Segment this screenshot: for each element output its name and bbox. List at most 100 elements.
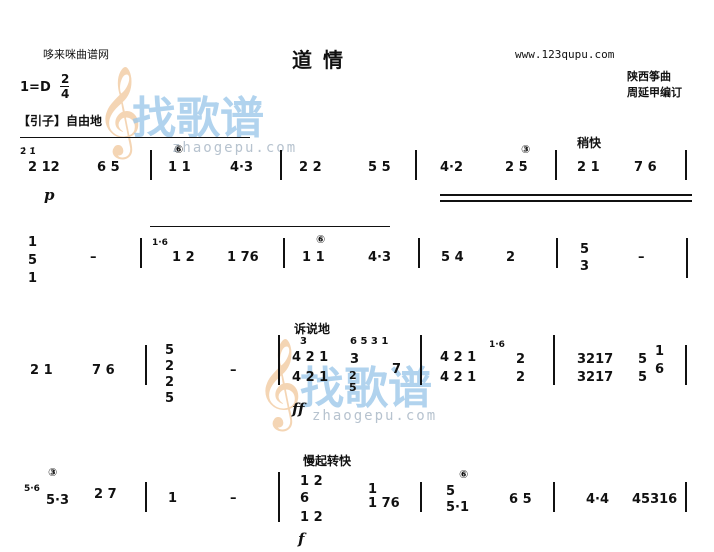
r3-c1a: 3 xyxy=(300,336,307,347)
r2-note-2: 1 76 xyxy=(227,250,259,265)
song-title: 道 情 xyxy=(292,48,345,72)
time-signature-line xyxy=(60,86,69,87)
r1-note-6: 5 5 xyxy=(368,160,391,175)
r3-c4a: 1·6 xyxy=(489,340,505,350)
r2-dash: – xyxy=(90,250,97,265)
r1-barline-2 xyxy=(280,150,282,180)
r2-note-7a: 5 xyxy=(580,242,590,257)
r4-note-4: 6 5 xyxy=(509,492,532,507)
r2-barline-3 xyxy=(418,238,420,268)
r2-glissando-line xyxy=(150,226,390,227)
r4-fingering-1: ③ xyxy=(48,466,58,479)
r1-note-3: 1 1 xyxy=(168,160,191,175)
credit-line-1: 陕西筝曲 xyxy=(627,70,671,83)
r1-fingering-2: ③ xyxy=(521,143,531,156)
r3-note-2: 7 6 xyxy=(92,363,115,378)
watermark-domain-mid: zhaogepu.com xyxy=(312,408,438,424)
r4-barline-5 xyxy=(685,482,687,512)
r2-note-4: 4·3 xyxy=(368,250,392,265)
r1-note-5: 2 2 xyxy=(299,160,322,175)
tempo-sushuodi: 诉说地 xyxy=(294,322,331,336)
r1-note-8: 2 5 xyxy=(505,160,528,175)
tempo-manqi: 慢起转快 xyxy=(303,454,352,468)
credit-line-2: 周延甲编订 xyxy=(627,86,682,99)
r1-note-10: 7 6 xyxy=(634,160,657,175)
r2-dash-2: – xyxy=(638,250,645,265)
r3-c6a: 5 xyxy=(638,352,648,367)
r4-barline-4 xyxy=(553,482,555,512)
r1-note-9: 2 1 xyxy=(577,160,600,175)
r3-c5b: 3217 xyxy=(577,370,614,385)
r3-chord: 5 2 2 5 xyxy=(165,343,175,406)
tempo-shaokuai: 稍快 xyxy=(577,136,602,150)
dynamic-p: p xyxy=(44,186,55,204)
r3-barline-3 xyxy=(420,335,422,385)
r3-barline-5 xyxy=(685,345,687,385)
r1-note-7: 4·2 xyxy=(440,160,464,175)
r4-fingering-2: ⑥ xyxy=(459,468,469,481)
r3-c4c: 2 xyxy=(516,370,526,385)
r1-double-line-a xyxy=(440,194,692,196)
r1-barline-5 xyxy=(685,150,687,180)
r1-note-2: 6 5 xyxy=(97,160,120,175)
r2-barline-4 xyxy=(556,238,558,268)
r3-c1b: 4 2 1 xyxy=(292,350,329,365)
r4-dash: – xyxy=(230,491,237,506)
r2-barline-1 xyxy=(140,238,142,268)
site-url: www.123qupu.com xyxy=(515,48,615,61)
r2-note-5: 5 4 xyxy=(441,250,464,265)
r4-barline-2 xyxy=(278,472,280,522)
r1-double-line-b xyxy=(440,200,692,202)
r4-c3b: 5·1 xyxy=(446,500,470,515)
r3-c3b: 4 2 1 xyxy=(440,370,477,385)
r4-note-2: 2 7 xyxy=(94,487,117,502)
r3-c2a: 6 5 3 1 xyxy=(350,336,389,347)
r3-c2b: 3 xyxy=(350,352,360,367)
key-signature: 1=D xyxy=(20,80,51,95)
r3-c1c: 4 2 1 xyxy=(292,370,329,385)
r1-barline-4 xyxy=(555,150,557,180)
r1-fingering-1: ⑥ xyxy=(174,143,184,156)
r4-c3a: 5 xyxy=(446,484,456,499)
r4-note-3: 1 xyxy=(168,491,178,506)
r4-note-6: 45316 xyxy=(632,492,678,507)
r1-barline-1 xyxy=(150,150,152,180)
r4-barline-1 xyxy=(145,482,147,512)
r1-barline-3 xyxy=(415,150,417,180)
r3-barline-4 xyxy=(553,335,555,385)
dynamic-f: f xyxy=(298,530,305,548)
r3-c6d: 6 xyxy=(655,362,665,377)
r4-grace: 5·6 xyxy=(24,484,40,494)
r3-c3a: 4 2 1 xyxy=(440,350,477,365)
r3-note-1: 2 1 xyxy=(30,363,53,378)
r3-c4b: 2 xyxy=(516,352,526,367)
r1-grace: 2̇ 1̇ xyxy=(20,147,36,157)
r4-c1a: 1 2 xyxy=(300,474,323,489)
r2-fingering: ⑥ xyxy=(316,233,326,246)
r4-note-1: 5·3 xyxy=(46,493,70,508)
r3-c6c: 1 xyxy=(655,344,665,359)
time-signature-bottom: 4 xyxy=(61,87,70,101)
r4-c2a: 1 xyxy=(368,482,378,497)
watermark-clef-top: 𝄞 xyxy=(96,66,143,156)
watermark-domain-top: zhaogepu.com xyxy=(172,140,298,156)
r1-glissando-line xyxy=(20,137,250,138)
r2-grace: 1·6 xyxy=(152,238,168,248)
r3-c6b: 5 xyxy=(638,370,648,385)
section-intro-label: 【引子】自由地 xyxy=(18,114,103,128)
r2-note-1: 1 2 xyxy=(172,250,195,265)
r4-note-5: 4·4 xyxy=(586,492,610,507)
r3-c2c: 2 5 xyxy=(349,369,357,394)
r3-dash: – xyxy=(230,363,237,378)
r2-note-6: 2 xyxy=(506,250,516,265)
r2-note-3: 1 1 xyxy=(302,250,325,265)
time-signature-top: 2 xyxy=(61,72,70,86)
r3-barline-1 xyxy=(145,345,147,385)
r2-barline-2 xyxy=(283,238,285,268)
r3-c2d: 7 xyxy=(392,362,402,377)
r1-note-4: 4·3 xyxy=(230,160,254,175)
r3-barline-2 xyxy=(278,335,280,385)
r4-barline-3 xyxy=(420,482,422,512)
dynamic-ff: ff xyxy=(292,400,305,418)
r2-note-7b: 3 xyxy=(580,259,590,274)
